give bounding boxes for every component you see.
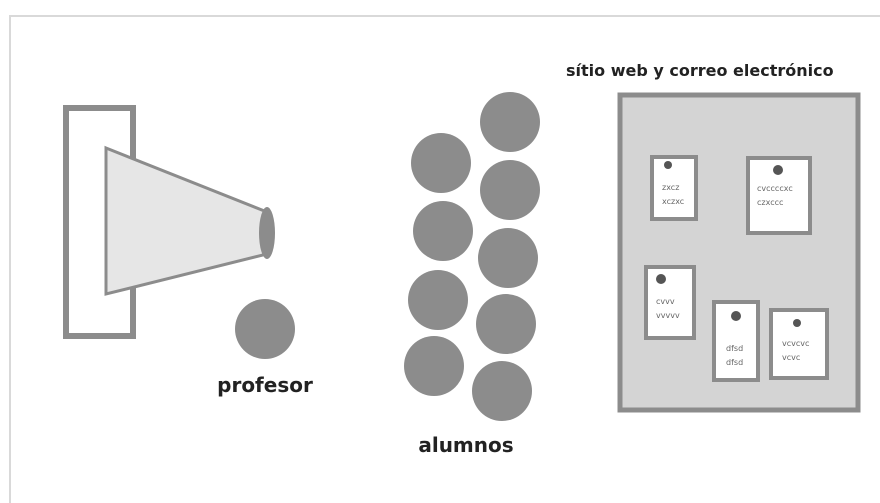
note-paper xyxy=(650,155,698,221)
teacher-label: profesor xyxy=(217,373,313,397)
pin-icon xyxy=(656,274,666,284)
note-line-2: czxccc xyxy=(757,198,783,207)
note-line-1: cvccccxc xyxy=(757,184,793,193)
note-line-1: cvvv xyxy=(656,297,675,306)
student-circle xyxy=(476,294,536,354)
note-line-1: dfsd xyxy=(726,344,743,353)
teacher-circle xyxy=(235,299,295,359)
student-circle xyxy=(411,133,471,193)
projector-lens xyxy=(259,207,275,259)
note-paper xyxy=(644,265,696,340)
student-circle xyxy=(478,228,538,288)
student-circle xyxy=(413,201,473,261)
pin-icon xyxy=(773,165,783,175)
note-line-2: xczxc xyxy=(662,197,684,206)
pin-icon xyxy=(731,311,741,321)
student-circle xyxy=(480,92,540,152)
student-circle xyxy=(472,361,532,421)
note-line-2: vcvc xyxy=(782,353,800,362)
note-card: zxcz xczxc xyxy=(650,155,698,221)
note-card: vcvcvc vcvc xyxy=(769,308,829,380)
note-line-1: vcvcvc xyxy=(782,339,809,348)
pin-icon xyxy=(664,161,672,169)
student-circle xyxy=(404,336,464,396)
students-label: alumnos xyxy=(418,433,513,457)
note-paper xyxy=(712,300,760,382)
note-card: cvccccxc czxccc xyxy=(746,156,812,235)
student-circle xyxy=(480,160,540,220)
students-group xyxy=(404,92,540,421)
student-circle xyxy=(408,270,468,330)
pin-icon xyxy=(793,319,801,327)
note-line-1: zxcz xyxy=(662,183,679,192)
note-line-2: vvvvv xyxy=(656,311,680,320)
note-line-2: dfsd xyxy=(726,358,743,367)
note-card: cvvv vvvvv xyxy=(644,265,696,340)
note-card: dfsd dfsd xyxy=(712,300,760,382)
note-paper xyxy=(746,156,812,235)
website-label: sítio web y correo electrónico xyxy=(566,61,834,80)
